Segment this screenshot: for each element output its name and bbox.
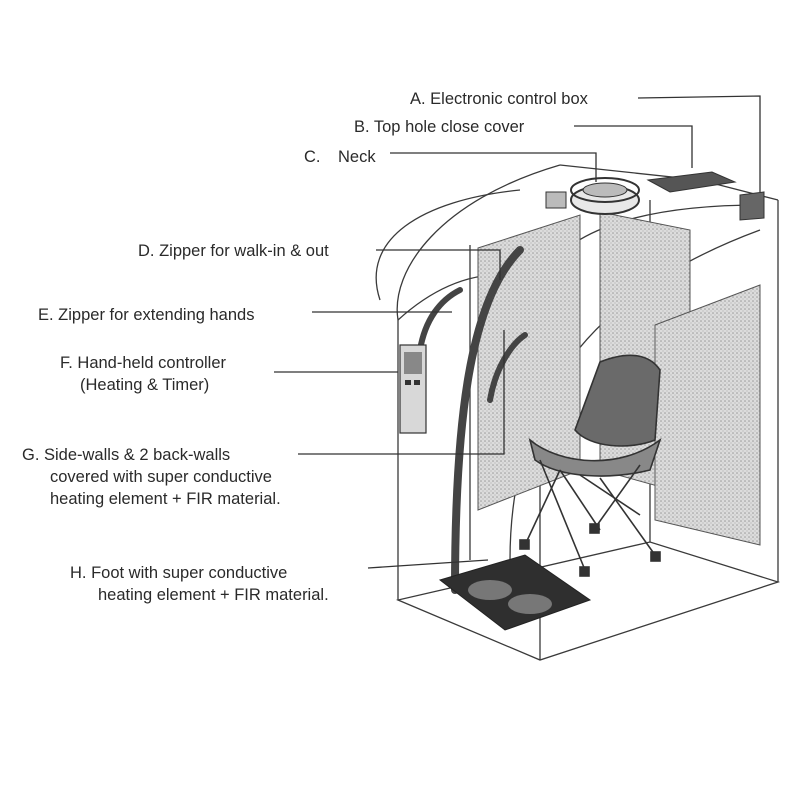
label-c: Neck bbox=[338, 148, 376, 166]
label-g-line1: G. Side-walls & 2 back-walls bbox=[22, 446, 230, 464]
leader-lines bbox=[274, 95, 761, 569]
foot-pad bbox=[438, 554, 592, 631]
label-h-line1: H. Foot with super conductive bbox=[70, 564, 287, 582]
label-e: E. Zipper for extending hands bbox=[38, 306, 254, 324]
chair-leg bbox=[539, 459, 586, 571]
label-g-line2: covered with super conductive bbox=[50, 468, 272, 486]
chair-brace bbox=[559, 469, 601, 531]
chair-leg bbox=[524, 469, 561, 546]
label-b: B. Top hole close cover bbox=[354, 118, 525, 136]
chair-leg bbox=[594, 464, 641, 529]
chair-brace bbox=[579, 474, 641, 516]
chair-foot bbox=[519, 539, 530, 550]
label-h-line2: heating element + FIR material. bbox=[98, 586, 329, 604]
leader-a bbox=[637, 95, 761, 192]
leader-h bbox=[367, 559, 489, 569]
label-c-letter: C. bbox=[304, 148, 321, 166]
side-wall bbox=[654, 284, 761, 546]
label-g-line3: heating element + FIR material. bbox=[50, 490, 281, 508]
chair-back bbox=[574, 354, 661, 447]
leader-b bbox=[574, 125, 693, 168]
label-a: A. Electronic control box bbox=[410, 90, 589, 108]
leader-g bbox=[298, 330, 505, 455]
zipper-walk-in bbox=[451, 246, 524, 594]
chair-foot bbox=[650, 551, 661, 562]
control-box bbox=[739, 191, 765, 221]
label-d: D. Zipper for walk-in & out bbox=[138, 242, 329, 260]
chair-leg bbox=[599, 477, 656, 556]
leader-d bbox=[376, 249, 501, 280]
label-f-line1: F. Hand-held controller bbox=[60, 354, 227, 372]
label-f-line2: (Heating & Timer) bbox=[80, 376, 209, 394]
chair-foot bbox=[579, 566, 590, 577]
leader-c bbox=[390, 152, 597, 182]
folding-chair bbox=[519, 354, 662, 577]
roof-curve-left bbox=[396, 164, 561, 321]
hand-held-controller bbox=[399, 344, 427, 434]
top-hole-cover bbox=[646, 171, 737, 193]
neck-clip bbox=[545, 191, 567, 209]
outer-arc bbox=[375, 189, 521, 301]
neck-ring bbox=[570, 177, 640, 215]
chair-foot bbox=[589, 523, 600, 534]
